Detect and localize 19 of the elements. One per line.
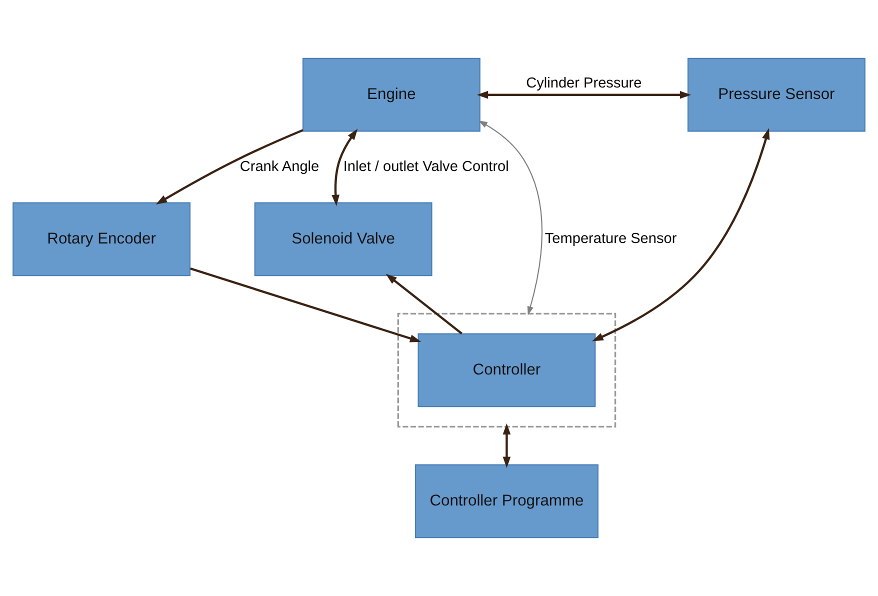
edge-label: Crank Angle	[240, 158, 320, 175]
arrow	[190, 268, 422, 342]
cluster	[397, 312, 616, 428]
node-box: Solenoid Valve	[254, 202, 432, 276]
edge-label: Temperature Sensor	[544, 231, 677, 248]
node-box: Pressure Sensor	[687, 58, 866, 132]
arrow	[478, 120, 543, 316]
node-box: Controller Programme	[414, 464, 598, 538]
arrow	[156, 129, 304, 204]
arrow	[592, 128, 770, 342]
arrow	[502, 423, 511, 468]
node-box: Controller	[418, 333, 596, 408]
edge-label: Cylinder Pressure	[526, 75, 642, 92]
arrow	[332, 128, 358, 206]
edge-label: Inlet / outlet Valve Control	[343, 158, 509, 175]
node-box: Engine	[302, 58, 480, 132]
arrow	[386, 274, 462, 335]
arrow	[476, 90, 692, 99]
node-box: Rotary Encoder	[12, 202, 191, 276]
